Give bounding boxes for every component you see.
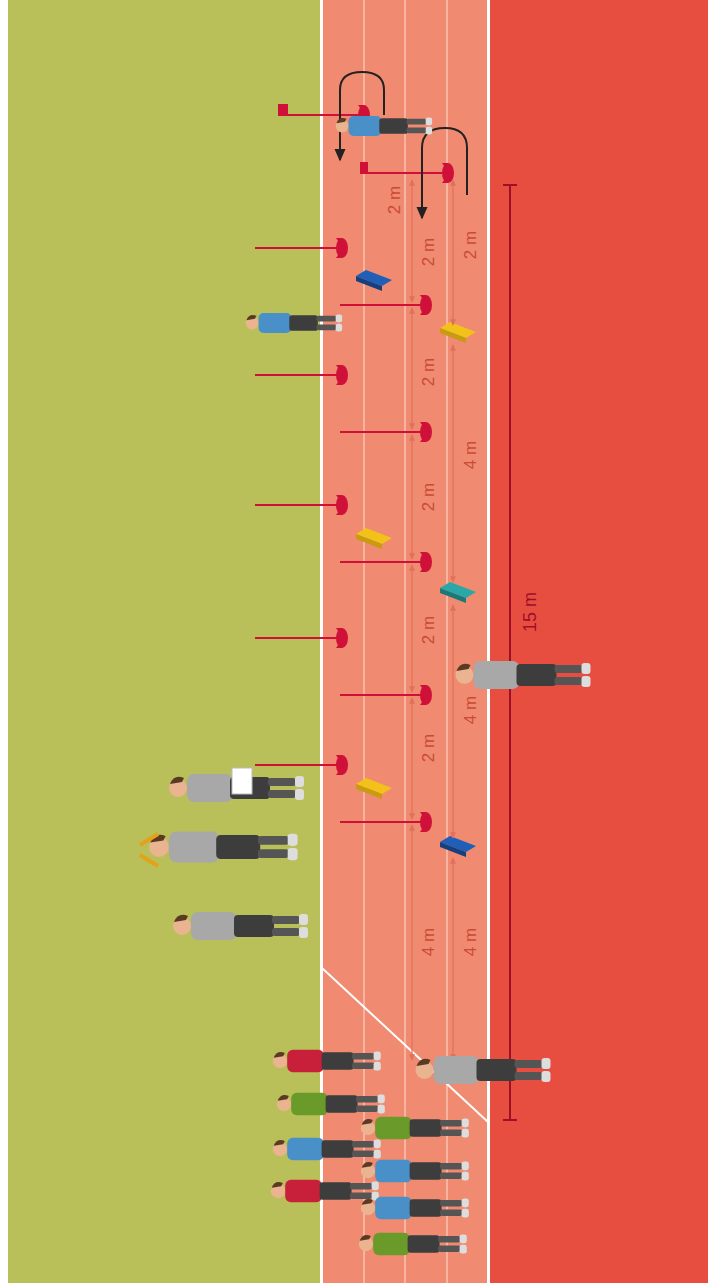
dimension-label: 15 m: [521, 592, 539, 632]
dimension-label: 4 m: [462, 928, 479, 956]
dimension-label: 2 m: [386, 186, 403, 214]
dimension-label: 2 m: [420, 616, 437, 644]
dimension-label: 2 m: [420, 238, 437, 266]
dimension-label: 4 m: [420, 928, 437, 956]
dimension-label: 4 m: [462, 441, 479, 469]
dimension-label: 4 m: [462, 696, 479, 724]
dimension-label: 2 m: [420, 358, 437, 386]
dimension-label: 2 m: [420, 483, 437, 511]
dimension-label: 2 m: [420, 734, 437, 762]
dimension-label: 2 m: [462, 231, 479, 259]
